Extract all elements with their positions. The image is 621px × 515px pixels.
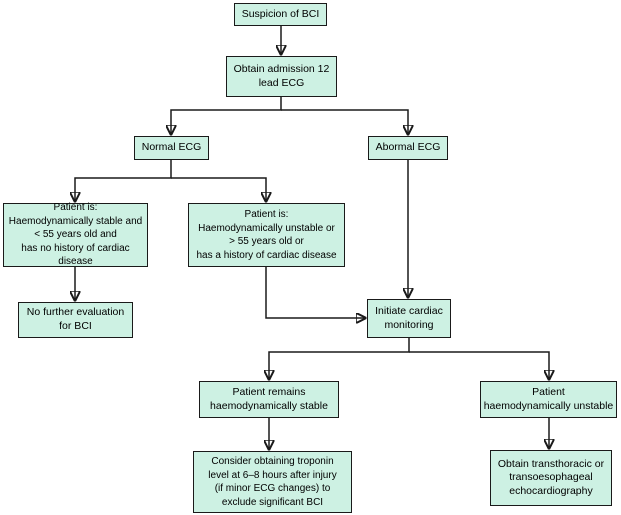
node-patient-haemodynamically-unstable: Patient haemodynamically unstable [480, 381, 617, 418]
arrow-ecg-to-abnormal [281, 109, 408, 134]
node-obtain-echocardiography: Obtain transthoracic or transoesophageal… [490, 450, 612, 506]
node-consider-troponin: Consider obtaining troponin level at 6–8… [193, 451, 352, 513]
node-patient-stable-criteria: Patient is: Haemodynamically stable and … [3, 202, 148, 267]
arrow-monitoring-to-remains-stable [269, 338, 410, 379]
arrow-unstable-patient-to-monitoring [265, 267, 365, 318]
node-obtain-admission-ecg: Obtain admission 12 lead ECG [226, 56, 337, 97]
node-normal-ecg: Normal ECG [134, 136, 209, 160]
arrow-normal-to-unstable-patient [171, 177, 266, 201]
arrow-monitoring-to-haemo-unstable [409, 351, 549, 379]
node-patient-unstable-criteria: Patient is: Haemodynamically unstable or… [188, 203, 345, 267]
node-no-further-evaluation: No further evaluation for BCI [18, 302, 133, 338]
node-initiate-cardiac-monitoring: Initiate cardiac monitoring [367, 299, 451, 338]
node-patient-remains-stable: Patient remains haemodynamically stable [199, 381, 339, 418]
arrow-normal-to-stable-patient [75, 160, 172, 201]
node-abnormal-ecg: Abormal ECG [368, 136, 448, 160]
node-suspicion-of-bci: Suspicion of BCI [234, 3, 327, 26]
arrow-ecg-to-normal [171, 97, 282, 134]
